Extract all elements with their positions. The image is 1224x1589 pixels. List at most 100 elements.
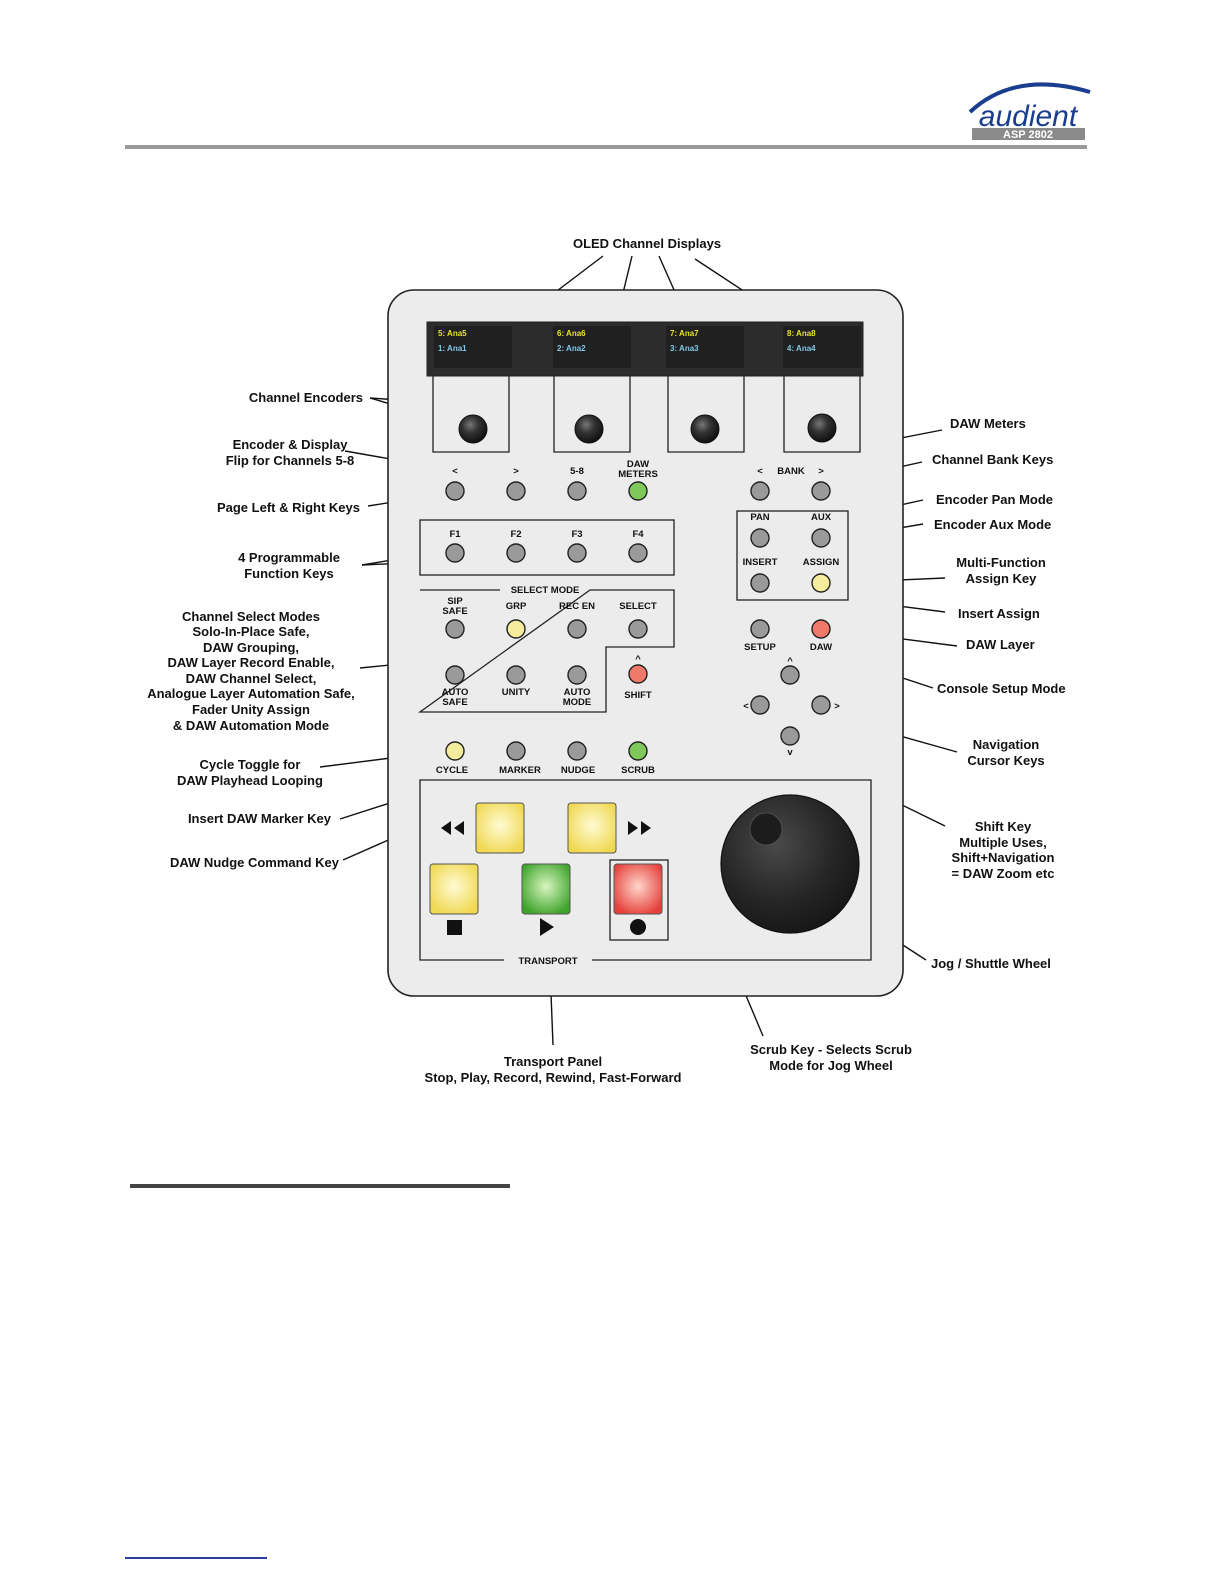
label-insert: INSERT [743, 557, 778, 568]
callout-nav-1: Navigation [973, 737, 1040, 752]
label-shift-caret: ^ [635, 654, 641, 665]
callout-jog: Jog / Shuttle Wheel [931, 956, 1051, 971]
nav-down-key[interactable] [780, 726, 800, 746]
grp-key[interactable] [506, 619, 526, 639]
stop-button[interactable] [429, 863, 479, 915]
callout-flip-1: Encoder & Display [233, 437, 349, 452]
fast-forward-button[interactable] [567, 802, 617, 854]
label-marker: MARKER [499, 765, 541, 776]
callout-shift-1: Shift Key [975, 819, 1032, 834]
auto-safe-key[interactable] [445, 665, 465, 685]
nav-left-key[interactable] [750, 695, 770, 715]
callout-select-modes-5: DAW Channel Select, [186, 671, 317, 686]
label-f4: F4 [632, 529, 644, 540]
label-f1: F1 [449, 529, 461, 540]
play-button[interactable] [521, 863, 571, 915]
oled-display-4: 8: Ana8 4: Ana4 [783, 326, 861, 368]
page-left-key[interactable] [445, 481, 465, 501]
nudge-key[interactable] [567, 741, 587, 761]
jog-shuttle-wheel[interactable] [720, 794, 860, 934]
label-bank: BANK [777, 466, 805, 477]
callout-assign-1: Multi-Function [956, 555, 1046, 570]
label-pan: PAN [750, 512, 769, 523]
record-frame [609, 859, 669, 941]
unity-key[interactable] [506, 665, 526, 685]
oled-2-bottom: 2: Ana2 [557, 344, 586, 353]
record-button[interactable] [613, 863, 663, 915]
record-icon [630, 919, 646, 935]
sip-safe-key[interactable] [445, 619, 465, 639]
daw-layer-key[interactable] [811, 619, 831, 639]
scrub-key[interactable] [628, 741, 648, 761]
insert-key[interactable] [750, 573, 770, 593]
footer-rule [125, 1557, 267, 1559]
page-right-key[interactable] [506, 481, 526, 501]
f2-key[interactable] [506, 543, 526, 563]
pan-key[interactable] [750, 528, 770, 548]
fast-forward-icon [628, 821, 638, 835]
setup-key[interactable] [750, 619, 770, 639]
nav-up-key[interactable] [780, 665, 800, 685]
callout-flip-2: Flip for Channels 5-8 [226, 453, 355, 468]
callout-marker: Insert DAW Marker Key [188, 811, 332, 826]
label-f2: F2 [510, 529, 521, 540]
callout-nav-2: Cursor Keys [967, 753, 1044, 768]
label-select: SELECT [619, 601, 657, 612]
oled-2-top: 6: Ana6 [557, 329, 586, 338]
oled-3-bottom: 3: Ana3 [670, 344, 699, 353]
callout-assign-2: Assign Key [966, 571, 1038, 586]
label-flip: 5-8 [570, 466, 584, 477]
encoder-knob-3[interactable] [690, 414, 720, 444]
oled-display-3: 7: Ana7 3: Ana3 [666, 326, 744, 368]
assign-key[interactable] [811, 573, 831, 593]
daw-meters-key[interactable] [628, 481, 648, 501]
logo-model: ASP 2802 [1003, 129, 1053, 141]
f3-key[interactable] [567, 543, 587, 563]
callout-daw-layer: DAW Layer [966, 637, 1035, 652]
label-auto-mode-1: AUTO [564, 687, 591, 698]
callout-bank-keys: Channel Bank Keys [932, 452, 1053, 467]
callout-func-2: Function Keys [244, 566, 334, 581]
rewind-icon-b [454, 821, 464, 835]
label-page-left: < [452, 466, 458, 477]
oled-1-top: 5: Ana5 [438, 329, 467, 338]
section-rule [130, 1184, 510, 1188]
callout-encoders: Channel Encoders [249, 390, 363, 405]
oled-3-top: 7: Ana7 [670, 329, 699, 338]
aux-key[interactable] [811, 528, 831, 548]
bank-right-key[interactable] [811, 481, 831, 501]
jog-finger-dimple [749, 812, 783, 846]
callout-shift-3: Shift+Navigation [952, 850, 1055, 865]
flip-5-8-key[interactable] [567, 481, 587, 501]
nav-right-key[interactable] [811, 695, 831, 715]
shift-key[interactable] [628, 664, 648, 684]
label-page-right: > [513, 466, 519, 477]
label-nav-up: ^ [787, 656, 793, 667]
label-nav-left: < [743, 701, 749, 712]
label-sip-1: SIP [447, 596, 463, 607]
label-grp: GRP [506, 601, 527, 612]
callout-setup-mode: Console Setup Mode [937, 681, 1066, 696]
encoder-knob-1[interactable] [458, 414, 488, 444]
select-key[interactable] [628, 619, 648, 639]
marker-key[interactable] [506, 741, 526, 761]
rec-en-key[interactable] [567, 619, 587, 639]
logo-model-plate [972, 128, 1085, 140]
f4-key[interactable] [628, 543, 648, 563]
label-assign: ASSIGN [803, 557, 840, 568]
label-rec-en: REC EN [559, 601, 595, 612]
bank-left-key[interactable] [750, 481, 770, 501]
callout-select-modes-1: Channel Select Modes [182, 609, 320, 624]
cycle-key[interactable] [445, 741, 465, 761]
callout-insert-assign: Insert Assign [958, 606, 1040, 621]
callout-transport-2: Stop, Play, Record, Rewind, Fast-Forward [425, 1070, 682, 1085]
oled-display-2: 6: Ana6 2: Ana2 [553, 326, 631, 368]
auto-mode-key[interactable] [567, 665, 587, 685]
callout-daw-meters: DAW Meters [950, 416, 1026, 431]
f1-key[interactable] [445, 543, 465, 563]
label-daw: DAW [810, 642, 832, 653]
encoder-knob-2[interactable] [574, 414, 604, 444]
rewind-button[interactable] [475, 802, 525, 854]
encoder-knob-4[interactable] [807, 413, 837, 443]
